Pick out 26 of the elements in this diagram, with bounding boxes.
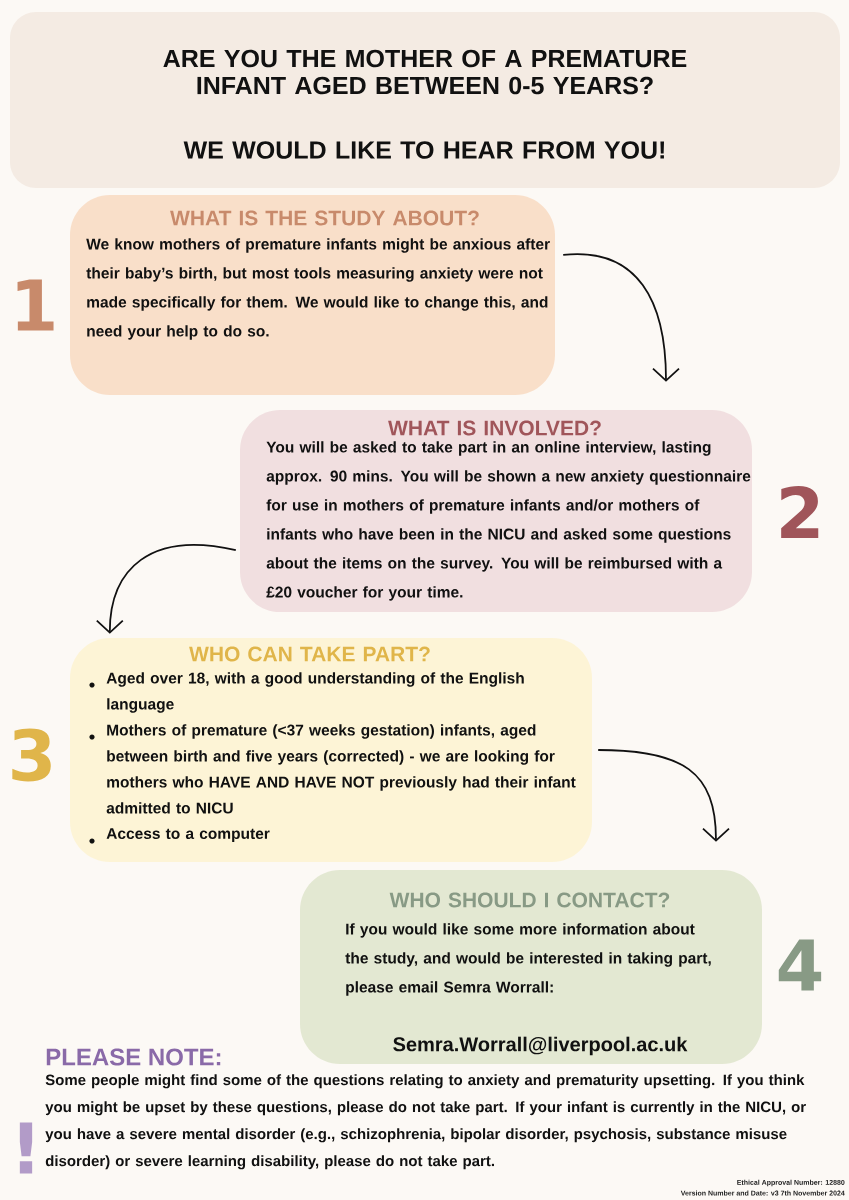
curved-arrow [597,749,730,842]
heading: WHAT IS THE STUDY ABOUT? [170,210,479,226]
step-number: 3 [12,728,51,782]
heading: WHO CAN TAKE PART? [189,646,430,662]
heading: WHAT IS INVOLVED? [388,420,601,436]
email-address: Semra.Worrall@liverpool.ac.uk [393,1036,688,1056]
bullet-item: Aged over 18, with a good understanding of the English language [106,672,524,713]
info-panel [70,638,592,862]
step-number: 4 [778,939,822,991]
body-text: If you would like some more information about the study, and would be interested in taking part, please email Semra Worrall: [345,923,711,996]
info-panel [240,410,752,612]
body-text: We know mothers of premature infants might be anxious after their baby’s birth, but most tools measuring anxiety were not made specifically for them. We would like to change this, and need your help to do so. [86,238,550,340]
section-heading: PLEASE NOTE: [46,1048,221,1066]
heading: WHO SHOULD I CONTACT? [389,892,670,908]
curved-arrow [562,253,680,382]
curved-arrow [95,544,237,634]
bullet-item: Mothers of premature (<37 weeks gestation) infants, aged between birth and five years (corrected) - we are looking for mothers who HAVE AND HAVE NOT previously had their infant admitted to NICU [106,724,576,814]
info-panel [70,195,555,395]
body-text: You will be asked to take part in an online interview, lasting approx. 90 mins. You will be shown a new anxiety questionnaire for use in mothers of premature infants and/or mothers of infants who have been in the NICU and asked some questions about the items on the survey. You will be reimbursed with a £20 voucher for your time. [266,441,751,601]
bullet-item: Access to a computer [106,828,270,843]
title: ARE YOU THE MOTHER OF A PREMATURE INFANT AGED BETWEEN 0-5 YEARS? [163,49,687,95]
title: WE WOULD LIKE TO HEAR FROM YOU! [183,141,664,159]
step-number: 1 [17,279,54,331]
info-panel [300,870,762,1064]
exclamation-mark: ! [19,1122,33,1174]
step-number: 2 [781,486,819,538]
